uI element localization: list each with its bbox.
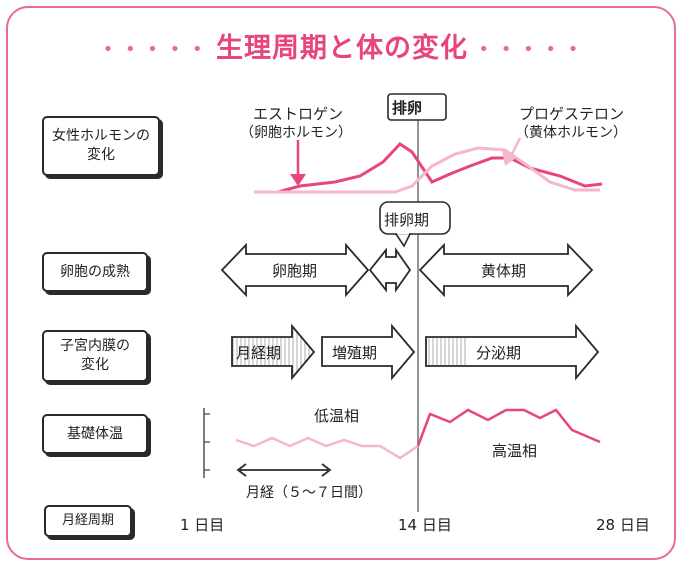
menstrual-phase-arrow xyxy=(231,323,316,381)
follicular-phase-label: 卵胞期 xyxy=(272,262,318,280)
axis-day1-label: 1 日目 xyxy=(180,516,225,534)
estrogen-pointer-head xyxy=(290,174,306,186)
axis-day28-label: 28 日目 xyxy=(596,516,650,534)
row-label-cycle: 月経周期 xyxy=(44,505,132,537)
secretory-phase-arrow xyxy=(425,323,600,381)
ovulation-box xyxy=(387,93,447,121)
high-temp-phase-label: 高温相 xyxy=(492,442,538,460)
ovulation-label: 排卵 xyxy=(392,99,423,117)
luteal-phase-label: 黄体期 xyxy=(481,262,527,280)
title-dots-right: • • • • • xyxy=(478,39,582,60)
row-label-endometrium: 子宮内膜の 変化 xyxy=(42,330,148,382)
ovulatory-callout-box xyxy=(379,201,451,235)
row-label-bbt: 基礎体温 xyxy=(42,414,148,454)
secretory-phase-label: 分泌期 xyxy=(476,344,522,362)
low-temp-phase-label: 低温相 xyxy=(314,407,360,425)
title-dots-left: • • • • • xyxy=(102,39,206,60)
menstrual-phase-label: 月経期 xyxy=(236,344,282,362)
progesterone-label: プロゲステロン xyxy=(519,105,625,123)
estrogen-curve xyxy=(254,142,603,194)
progesterone-pointer-head xyxy=(502,150,516,166)
proliferative-phase-label: 増殖期 xyxy=(332,344,378,362)
progesterone-pointer xyxy=(508,137,522,159)
follicular-phase-arrow xyxy=(220,242,370,298)
ovulatory-callout-tail xyxy=(394,233,412,248)
secretory-hatch xyxy=(427,338,467,365)
title-text: 生理周期と体の変化 xyxy=(216,33,468,64)
estrogen-label: エストロゲン xyxy=(253,105,344,123)
axis-day14-label: 14 日目 xyxy=(398,516,452,534)
row-label-follicle: 卵胞の成熟 xyxy=(42,252,148,292)
bbt-high-curve xyxy=(416,408,601,447)
ovulatory-phase-label: 排卵期 xyxy=(384,211,430,229)
luteal-phase-arrow xyxy=(418,242,594,298)
progesterone-curve xyxy=(254,146,600,194)
proliferative-phase-arrow xyxy=(321,323,416,381)
bbt-low-curve xyxy=(235,436,419,460)
page-title: • • • • • 生理周期と体の変化 • • • • • xyxy=(0,26,684,65)
menses-duration-label: 月経（５〜７日間） xyxy=(246,485,372,501)
progesterone-sub-label: （黄体ホルモン） xyxy=(515,125,627,141)
ovulatory-phase-arrow xyxy=(368,247,412,293)
row-label-hormone: 女性ホルモンの 変化 xyxy=(42,116,160,176)
estrogen-sub-label: （卵胞ホルモン） xyxy=(240,125,352,141)
